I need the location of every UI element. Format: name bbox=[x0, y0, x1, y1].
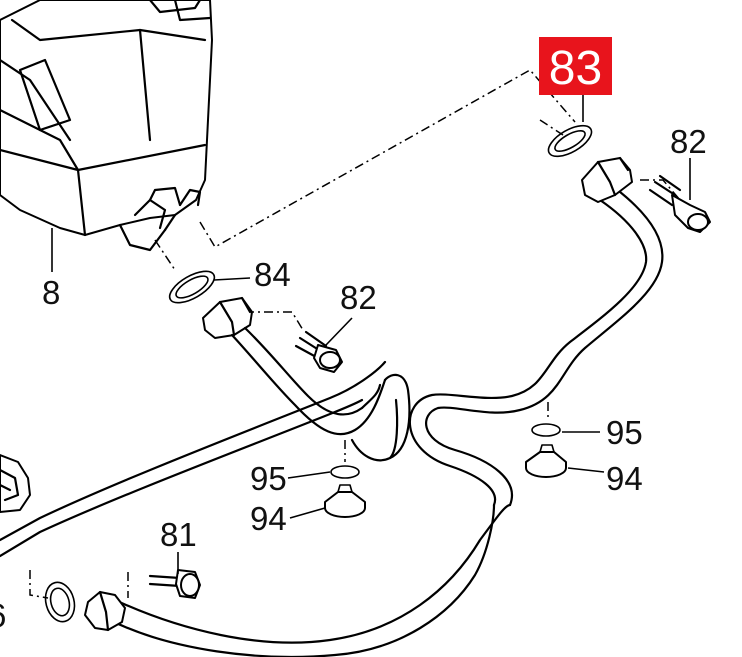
callout-labels: 8 84 82 82 95 94 95 94 81 6 bbox=[0, 123, 707, 634]
callout-95-middle: 95 bbox=[250, 460, 287, 497]
callout-95-right: 95 bbox=[606, 414, 643, 451]
bolt-81 bbox=[148, 569, 201, 599]
fitting-right bbox=[581, 156, 633, 203]
o-ring-lower-left bbox=[44, 581, 76, 623]
highlight-83: 83 bbox=[539, 37, 612, 95]
fitting-lower bbox=[84, 590, 126, 632]
callout-94-right: 94 bbox=[606, 460, 643, 497]
highlight-box bbox=[539, 37, 612, 95]
fitting-left-edge bbox=[0, 454, 31, 513]
nut-94-middle bbox=[324, 484, 366, 518]
callout-8: 8 bbox=[42, 274, 60, 311]
alignment-lines bbox=[29, 69, 681, 599]
reservoir-tank bbox=[0, 0, 213, 252]
hose-right bbox=[408, 186, 664, 507]
washer-95-right bbox=[531, 423, 561, 437]
bolt-82-top bbox=[648, 174, 711, 233]
callout-81: 81 bbox=[160, 516, 197, 553]
callout-6-partial: 6 bbox=[0, 597, 6, 634]
callout-94-middle: 94 bbox=[250, 500, 287, 537]
o-ring-84 bbox=[168, 270, 216, 304]
callout-82-middle: 82 bbox=[340, 279, 377, 316]
fitting-middle bbox=[202, 296, 253, 339]
washer-95-middle bbox=[330, 465, 360, 479]
leader-lines bbox=[51, 95, 691, 574]
callout-83: 83 bbox=[549, 42, 602, 95]
callout-84: 84 bbox=[254, 256, 291, 293]
hose-middle bbox=[230, 326, 411, 462]
pipe-long-left bbox=[0, 360, 387, 558]
bolt-82-middle bbox=[294, 330, 343, 373]
pipe-lower bbox=[108, 503, 512, 657]
nut-94-right bbox=[525, 444, 567, 478]
callout-82-top: 82 bbox=[670, 123, 707, 160]
o-ring-83 bbox=[547, 124, 593, 158]
